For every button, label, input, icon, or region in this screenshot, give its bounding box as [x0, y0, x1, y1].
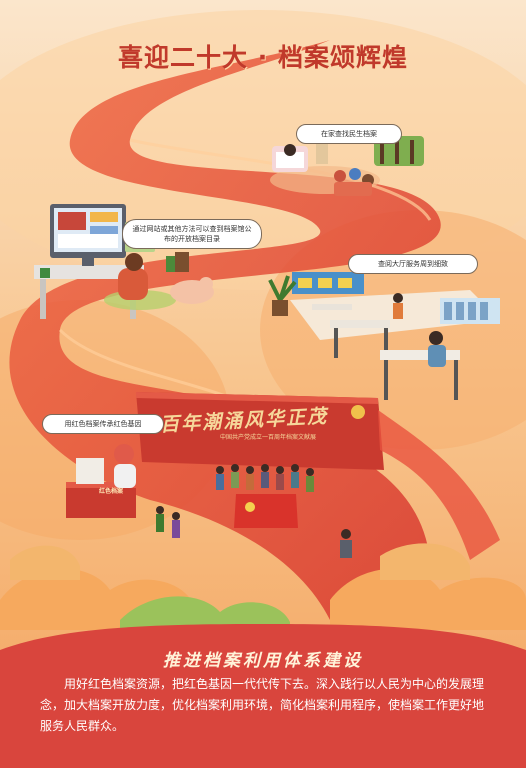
- speech-bubble-hall: 查阅大厅服务周到细致: [348, 254, 478, 274]
- speech-bubble-home: 在家查找民生档案: [296, 124, 402, 144]
- speech-bubble-red: 用红色档案传承红色基因: [42, 414, 164, 434]
- section-subtitle: 推进档案利用体系建设: [163, 651, 363, 671]
- home-scene: [270, 136, 424, 196]
- decorative-clouds: [0, 543, 526, 630]
- exhibition-scene: [66, 392, 500, 560]
- bottom-panel-bg: [0, 624, 526, 768]
- poster-title: 喜迎二十大 · 档案颂辉煌: [118, 43, 408, 72]
- speech-bubble-online: 通过网站或其他方法可以查到档案馆公布的开放档案目录: [122, 219, 262, 249]
- reading-hall-scene: [268, 272, 500, 400]
- red-archive-book-label: 红色档案: [98, 488, 123, 495]
- exhibition-banner-subtitle: 中国共产党成立一百周年档案文献展: [220, 434, 317, 441]
- body-paragraph: 用好红色档案资源，把红色基因一代代传下去。深入践行以人民为中心的发展理念，加大档…: [40, 677, 485, 733]
